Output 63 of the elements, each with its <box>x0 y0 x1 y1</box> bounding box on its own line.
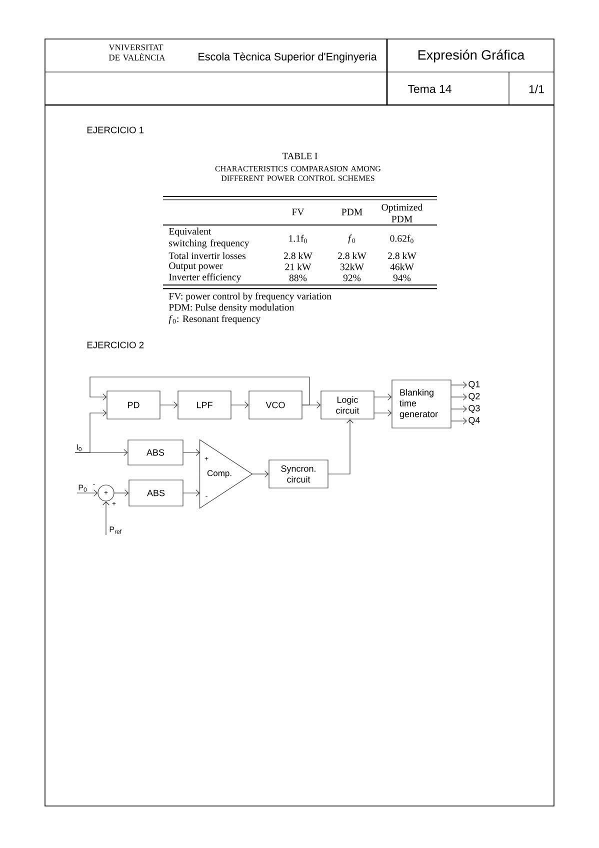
arrow <box>374 394 392 400</box>
table-caption: CHARACTERISTICS COMPARASION AMONG DIFFERENT POWER CONTROL SCHEMES <box>215 166 381 182</box>
table-value: 2.8 kW <box>388 252 416 260</box>
university-name: VNIVERSITAT DE VALÈNCIA <box>108 44 166 60</box>
arrow <box>231 402 249 408</box>
output-label: Q2 <box>468 393 480 401</box>
course-title: Expresión Gráfica <box>418 50 525 62</box>
input-label: I$_{0}$ <box>76 444 82 452</box>
process-box: ABS <box>128 480 184 506</box>
input-label: P$_{ref}$ <box>110 526 122 534</box>
table-value: 0.62f$_{0}$ <box>390 234 414 244</box>
table-value: 92% <box>343 274 361 282</box>
topic-label: Tema 14 <box>408 85 452 94</box>
arrow <box>451 406 467 412</box>
process-box: PD <box>106 390 160 420</box>
table-value: 88% <box>289 274 307 282</box>
column-header: FV <box>292 208 304 216</box>
table-title: TABLE I <box>282 152 318 160</box>
arrow <box>328 419 354 474</box>
input-label: P$_{0}$ <box>78 484 87 492</box>
table-value: 2.8 kW <box>338 252 366 260</box>
table-note: f$_{0}$: Resonant frequency <box>168 315 261 324</box>
column-header: PDM <box>342 208 362 216</box>
table-value: 94% <box>393 274 411 282</box>
output-label: Q3 <box>468 405 480 413</box>
column-header: Optimized PDM <box>382 204 423 222</box>
process-box: Logic circuit <box>320 390 374 420</box>
arrow <box>74 449 128 456</box>
arrow <box>160 402 178 408</box>
exercise-heading: EJERCICIO 2 <box>87 342 144 348</box>
arrow <box>76 490 98 496</box>
arrow <box>114 490 129 496</box>
output-label: Q1 <box>468 381 480 389</box>
table-note: PDM: Pulse density modulation <box>168 304 294 313</box>
row-header: Output power <box>169 262 223 272</box>
process-box: Blanking time generator <box>392 380 452 428</box>
arrow <box>183 449 200 456</box>
table-value: 2.8 kW <box>284 252 312 260</box>
row-header: Equivalent switching frequency <box>168 228 250 248</box>
process-box: LPF <box>178 390 232 420</box>
arrow <box>451 394 467 400</box>
arrow <box>374 410 392 416</box>
process-box: Syncron. circuit <box>268 460 328 488</box>
row-header: Inverter efficiency <box>169 273 242 282</box>
process-box: ABS <box>128 440 184 466</box>
arrow <box>451 418 467 424</box>
arrow <box>451 382 467 388</box>
output-label: Q4 <box>468 417 480 425</box>
arrow <box>252 470 269 478</box>
arrow <box>90 376 310 406</box>
page-number: 1/1 <box>529 84 544 94</box>
arrow <box>183 490 200 496</box>
table-value: 1.1f$_{0}$ <box>289 234 307 244</box>
table-value: f$_{0}$ <box>348 234 356 244</box>
exercise-heading: EJERCICIO 1 <box>87 126 144 134</box>
table-value: 46kW <box>390 263 414 270</box>
table-value: 32kW <box>340 263 364 270</box>
school-name: Escola Tècnica Superior d'Enginyeria <box>198 52 377 63</box>
process-box: VCO <box>248 390 302 420</box>
table-note: FV: power control by frequency variation <box>168 292 332 302</box>
row-header: Total invertir losses <box>168 252 246 260</box>
table-value: 21 kW <box>285 263 312 270</box>
arrow <box>102 501 110 536</box>
